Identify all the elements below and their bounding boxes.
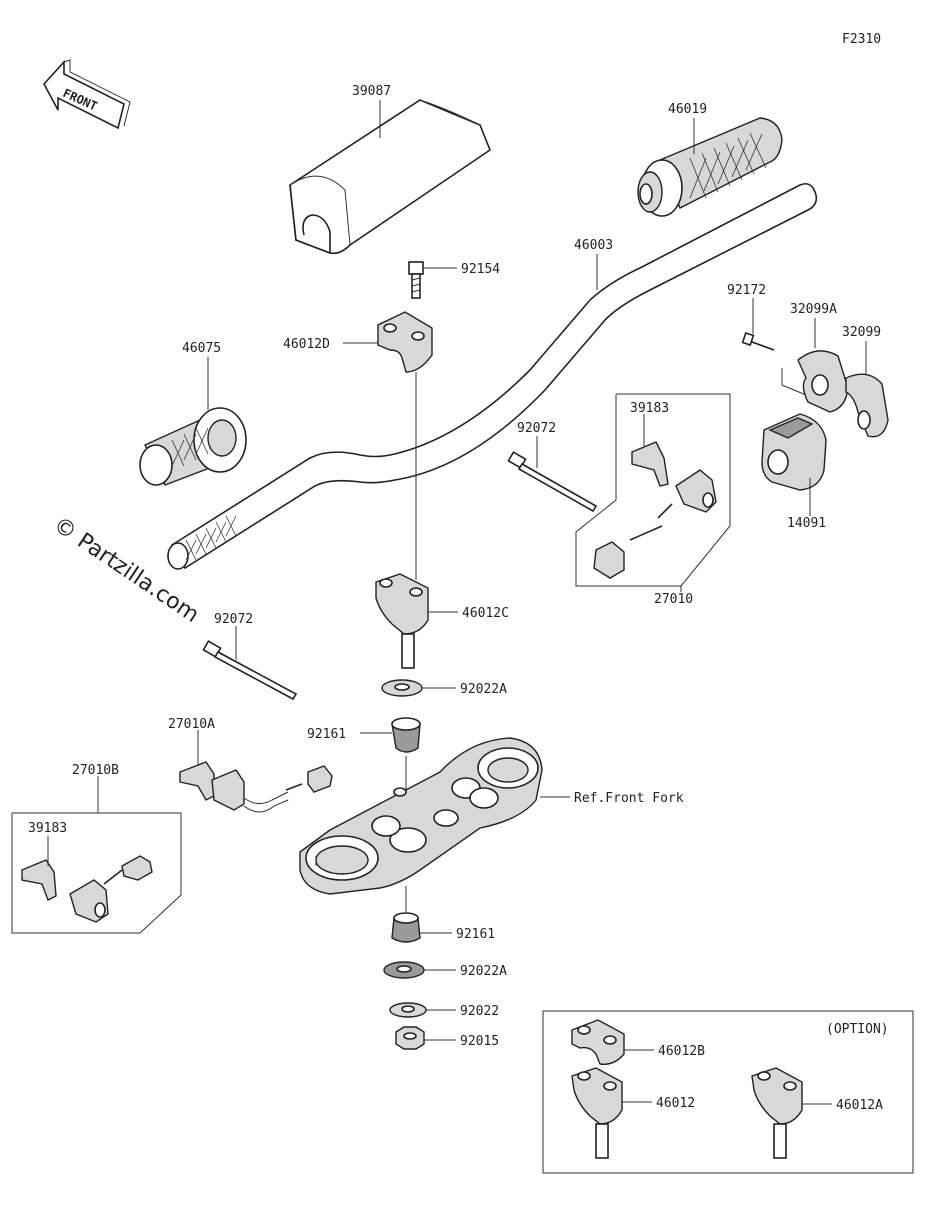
part-label-92022A-top: 92022A xyxy=(460,682,507,697)
front-arrow-icon: FRONT xyxy=(43,59,131,130)
part-label-92022A-bottom: 92022A xyxy=(460,964,507,979)
option-group-box xyxy=(542,1010,914,1174)
group-box-27010B xyxy=(11,812,182,934)
part-label-32099A: 32099A xyxy=(790,302,837,317)
handlebar-clamp-lower-c-part xyxy=(375,573,429,669)
throttle-housing-lower-part xyxy=(845,373,889,438)
part-label-92154: 92154 xyxy=(461,262,500,277)
part-label-46012: 46012 xyxy=(656,1096,695,1111)
washer-92022-part xyxy=(389,1002,427,1018)
cable-tie-left-part xyxy=(202,640,298,701)
switch-assembly-27010-part xyxy=(593,441,717,579)
triple-clamp-part xyxy=(299,737,543,895)
handlebar-pad-part xyxy=(289,99,491,255)
part-label-39183-top: 39183 xyxy=(630,401,669,416)
bolt-92154-part xyxy=(408,261,424,299)
part-label-27010A: 27010A xyxy=(168,717,215,732)
rubber-bushing-top-part xyxy=(391,717,421,753)
part-label-46003: 46003 xyxy=(574,238,613,253)
part-label-46012C: 46012C xyxy=(462,606,509,621)
part-label-46019: 46019 xyxy=(668,102,707,117)
throttle-grip-part xyxy=(637,117,783,217)
washer-92022A-bottom-part xyxy=(383,961,425,979)
switch-assembly-27010B-part xyxy=(21,855,153,923)
cable-tie-top-part xyxy=(507,451,598,513)
switch-assembly-27010A-part xyxy=(179,761,333,813)
part-label-92161-bottom: 92161 xyxy=(456,927,495,942)
part-label-46012D: 46012D xyxy=(283,337,330,352)
handlebar-clamp-std-part xyxy=(571,1067,623,1159)
washer-92022A-top-part xyxy=(381,679,423,697)
part-label-32099: 32099 xyxy=(842,325,881,340)
part-label-27010: 27010 xyxy=(654,592,693,607)
part-label-92022: 92022 xyxy=(460,1004,499,1019)
group-box-27010 xyxy=(575,393,731,587)
switch-cover-part xyxy=(761,413,827,491)
part-label-39183-left: 39183 xyxy=(28,821,67,836)
option-label: (OPTION) xyxy=(826,1022,889,1037)
handlebar-clamp-a-part xyxy=(751,1067,803,1159)
ref-front-fork-label: Ref.Front Fork xyxy=(574,791,684,806)
part-label-92172: 92172 xyxy=(727,283,766,298)
part-label-92161-top: 92161 xyxy=(307,727,346,742)
part-label-92072-left: 92072 xyxy=(214,612,253,627)
handlebar-clamp-upper-part xyxy=(377,311,433,373)
part-label-92072-top: 92072 xyxy=(517,421,556,436)
part-label-46075: 46075 xyxy=(182,341,221,356)
watermark-text: © Partzilla.com xyxy=(49,512,204,628)
figure-code: F2310 xyxy=(842,32,881,47)
part-label-46012B: 46012B xyxy=(658,1044,705,1059)
handlebar-clamp-b-part xyxy=(571,1019,625,1065)
left-grip-part xyxy=(139,407,247,486)
part-label-14091: 14091 xyxy=(787,516,826,531)
handlebar-part xyxy=(167,182,818,570)
part-label-92015: 92015 xyxy=(460,1034,499,1049)
screw-92172-part xyxy=(741,332,775,351)
nut-92015-part xyxy=(395,1026,425,1050)
rubber-bushing-bottom-part xyxy=(391,912,421,943)
throttle-housing-upper-part xyxy=(797,350,849,413)
part-label-27010B: 27010B xyxy=(72,763,119,778)
part-label-46012A: 46012A xyxy=(836,1098,883,1113)
part-label-39087: 39087 xyxy=(352,84,391,99)
